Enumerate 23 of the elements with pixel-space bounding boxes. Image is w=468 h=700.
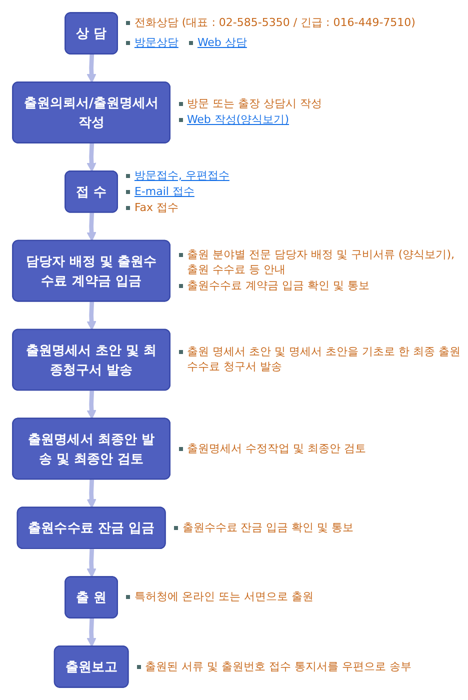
arrow [86,143,96,172]
note-text: Fax 접수 [125,200,464,215]
link: 방문상담 [125,35,178,50]
note-text: 특허청에 온라인 또는 서면으로 출원 [125,589,464,604]
note-text: 출원수수료 잔금 입금 확인 및 통보 [173,520,464,535]
link: 방문접수, 우편접수 [125,168,230,183]
note-text: 출원 분야별 전문 담당자 배정 및 구비서류 (양식보기), 출원 수수료 등 안내 [178,247,464,278]
arrow [86,302,96,330]
link: E-mail 접수 [125,184,194,199]
note-text: 출원 명세서 초안 및 명세서 초안을 기초로 한 최종 출원수수료 청구서 발송 [178,344,464,374]
link: Web 상담 [188,35,247,50]
arrow [86,618,96,648]
link: Web 작성(양식보기) [178,112,289,128]
note-text: 출원명세서 수정작업 및 최종안 검토 [178,440,464,456]
note-text: 전화상담 (대표 : 02-585-5350 / 긴급 : 016-449-7510) [125,15,464,30]
note-text: 출원된 서류 및 출원번호 접수 통지서를 우편으로 송부 [136,658,464,674]
note-text: 방문 또는 출장 상담시 작성 [178,96,464,112]
arrow [86,480,96,508]
arrow [86,390,96,420]
arrow [86,54,96,84]
note-text: 출원수수료 계약금 입금 확인 및 통보 [178,278,464,294]
arrow [86,212,96,242]
arrow [86,548,96,578]
